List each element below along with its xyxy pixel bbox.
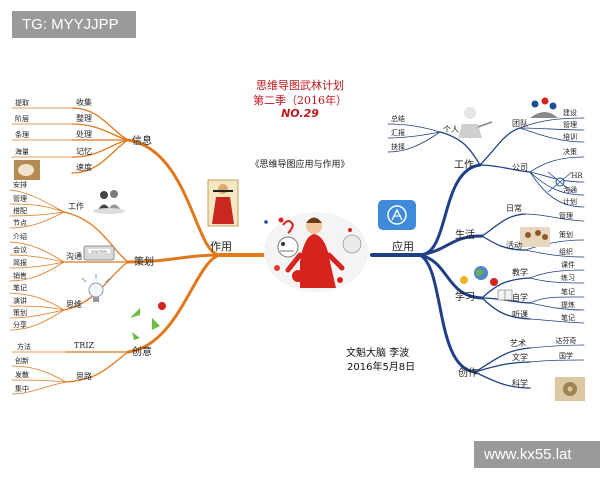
lightbulb-icon bbox=[81, 274, 111, 302]
node-study-listen: 听课 bbox=[512, 310, 528, 319]
author-date: 2016年5月8日 bbox=[347, 362, 416, 373]
leaf-info-1: 提取 bbox=[15, 99, 29, 107]
leaf-team-1: 建设 bbox=[563, 109, 577, 117]
leaf-activity-2: 组织 bbox=[559, 248, 573, 256]
leaf-lit-1: 国学 bbox=[559, 352, 573, 360]
leaf-work-3: 搭配 bbox=[13, 207, 27, 215]
leaf-company-2: HR bbox=[571, 172, 583, 180]
node-info-2: 整理 bbox=[76, 114, 92, 123]
node-make-art: 艺术 bbox=[510, 339, 526, 348]
leaf-personal-3: 抉择 bbox=[391, 143, 405, 151]
leaf-idea-1: 创新 bbox=[15, 357, 29, 365]
node-life-activity: 活动 bbox=[506, 241, 522, 250]
book-icon bbox=[497, 289, 513, 301]
leaf-activity-1: 策划 bbox=[559, 231, 573, 239]
leaf-company-4: 计划 bbox=[563, 198, 577, 206]
node-plan-work: 工作 bbox=[68, 202, 84, 211]
branch-study: 学习 bbox=[455, 292, 475, 303]
leaf-comm-4: 销售 bbox=[13, 272, 27, 280]
judge-figure-icon bbox=[207, 179, 239, 227]
leaf-team-2: 管理 bbox=[563, 121, 577, 129]
leaf-self-2: 提炼 bbox=[561, 301, 575, 309]
node-info-3: 处理 bbox=[76, 130, 92, 139]
node-life-daily: 日常 bbox=[506, 204, 522, 213]
node-info-4: 记忆 bbox=[76, 147, 92, 156]
leaf-think-1: 笔记 bbox=[13, 284, 27, 292]
leaf-art-1: 达芬奇 bbox=[555, 337, 577, 345]
sheep-photo-icon bbox=[14, 160, 40, 180]
node-work-team: 团队 bbox=[512, 119, 528, 128]
watermark-bottom-right: www.kx55.lat bbox=[474, 441, 600, 468]
node-plan-comm: 沟通 bbox=[66, 252, 82, 261]
leaf-self-1: 笔记 bbox=[561, 288, 575, 296]
node-work-company: 公司 bbox=[512, 163, 528, 172]
leaf-teach-1: 课件 bbox=[561, 261, 575, 269]
leaf-listen-1: 笔记 bbox=[561, 314, 575, 322]
title-line-2: 第二季（2016年） bbox=[253, 94, 347, 107]
node-make-sci: 科学 bbox=[512, 379, 528, 388]
watermark-top-left: TG: MYYJJPP bbox=[12, 11, 136, 38]
leaf-personal-1: 总结 bbox=[391, 115, 405, 123]
leaf-info-2: 阶层 bbox=[15, 115, 29, 123]
child-learning-icon bbox=[264, 212, 368, 292]
leaf-team-3: 培训 bbox=[563, 133, 577, 141]
node-info-1: 收集 bbox=[76, 98, 92, 107]
leaf-teach-2: 练习 bbox=[561, 274, 575, 282]
hr-network-icon bbox=[547, 171, 573, 193]
node-create-idea: 思路 bbox=[76, 372, 92, 381]
branch-life: 生活 bbox=[455, 230, 475, 241]
leaf-company-3: 沟通 bbox=[563, 186, 577, 194]
solution-keyboard-icon: SOLUTION bbox=[83, 245, 115, 261]
robot-figure-icon bbox=[458, 107, 493, 138]
globe-icon bbox=[460, 266, 498, 286]
leaf-info-4: 海量 bbox=[15, 148, 29, 156]
branch-create: 创意 bbox=[132, 347, 152, 358]
title-number: NO.29 bbox=[281, 107, 319, 120]
branch-make: 创作 bbox=[458, 368, 478, 379]
leaf-work-2: 管理 bbox=[13, 195, 27, 203]
node-study-teach: 教学 bbox=[512, 268, 528, 277]
left-branches bbox=[9, 107, 287, 395]
team-people-icon bbox=[530, 97, 558, 118]
leaf-triz-1: 方法 bbox=[17, 343, 31, 351]
leaf-daily-1: 管理 bbox=[559, 212, 573, 220]
hub-right-label: 应用 bbox=[392, 240, 414, 253]
branch-plan: 策划 bbox=[134, 257, 154, 268]
gear-head-icon bbox=[555, 377, 585, 401]
leaf-idea-2: 发散 bbox=[15, 371, 29, 379]
hub-left-label: 作用 bbox=[210, 240, 232, 253]
leaf-comm-3: 简报 bbox=[13, 259, 27, 267]
leaf-idea-3: 集中 bbox=[15, 385, 29, 393]
leaf-work-1: 安排 bbox=[13, 181, 27, 189]
leaf-company-1: 决策 bbox=[563, 148, 577, 156]
node-info-5: 速度 bbox=[76, 163, 92, 172]
leaf-personal-2: 汇报 bbox=[391, 129, 405, 137]
leaf-think-2: 演讲 bbox=[13, 297, 27, 305]
sun-icon bbox=[264, 217, 284, 224]
branch-work: 工作 bbox=[454, 160, 474, 171]
leaf-comm-1: 介绍 bbox=[13, 233, 27, 241]
node-study-self: 自学 bbox=[512, 293, 528, 302]
leaf-think-3: 策划 bbox=[13, 309, 27, 317]
app-store-icon bbox=[378, 200, 416, 230]
leaf-comm-2: 会议 bbox=[13, 246, 27, 254]
branch-info: 信息 bbox=[132, 136, 152, 147]
recycle-icon bbox=[130, 302, 166, 340]
family-photo-icon bbox=[520, 227, 550, 247]
author-name: 文魁大脑 李波 bbox=[346, 348, 410, 359]
leaf-work-4: 节点 bbox=[13, 219, 27, 227]
subtitle: 《思维导图应用与作用》 bbox=[250, 160, 350, 170]
node-plan-think: 思维 bbox=[66, 300, 82, 309]
right-branches bbox=[370, 117, 585, 389]
leaf-info-3: 条理 bbox=[15, 131, 29, 139]
title-line-1: 思维导图武林计划 bbox=[256, 79, 344, 92]
node-make-lit: 文学 bbox=[512, 353, 528, 362]
leaf-think-4: 分享 bbox=[13, 321, 27, 329]
node-work-personal: 个人 bbox=[443, 125, 459, 134]
people-group-icon bbox=[93, 190, 125, 214]
node-create-triz: TRIZ bbox=[73, 341, 95, 350]
solution-badge: SOLUTION bbox=[91, 250, 106, 254]
